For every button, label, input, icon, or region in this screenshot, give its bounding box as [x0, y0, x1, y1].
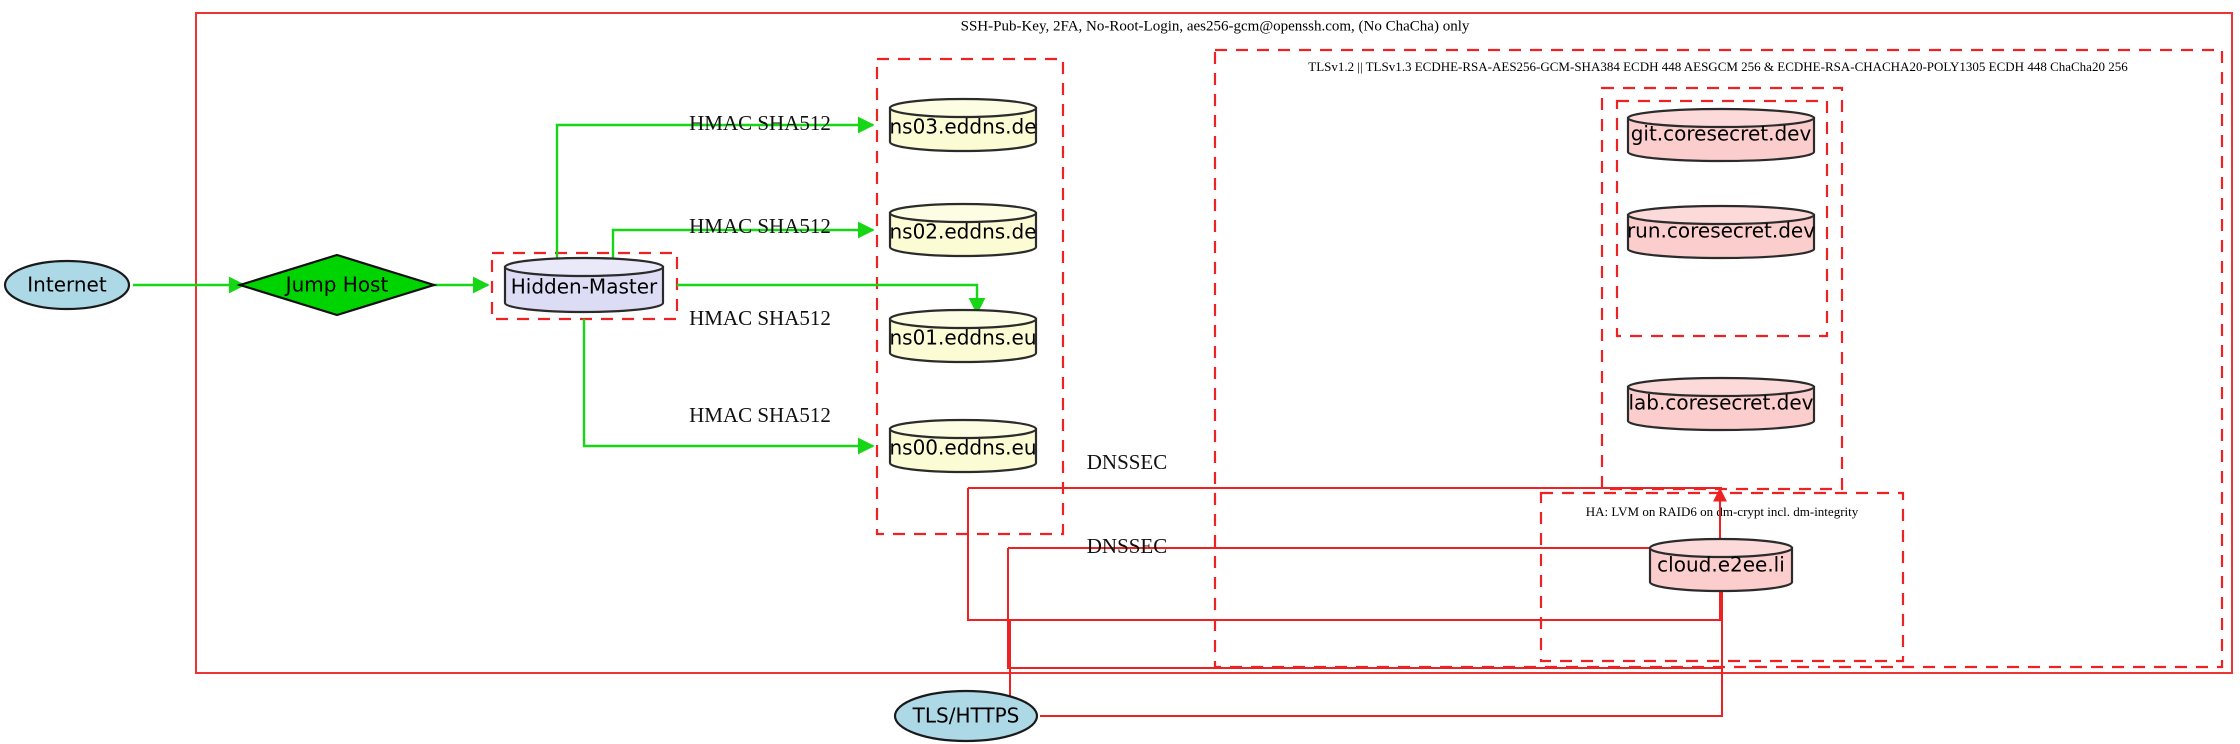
node-tls-https[interactable]: TLS/HTTPS	[893, 689, 1039, 743]
node-ns00[interactable]: ns00.eddns.eu	[888, 418, 1038, 474]
ns03-cylinder-body	[888, 106, 1038, 153]
ssh-boundary-box	[195, 12, 2233, 674]
git-cylinder-top	[1626, 107, 1816, 129]
git-label: git.coresecret.dev	[1631, 122, 1812, 146]
jump-host-diamond	[236, 253, 438, 317]
jump-host-label: Jump Host	[284, 273, 389, 297]
run-cylinder-top	[1626, 204, 1816, 226]
edge-label-hmac-ns01: HMAC SHA512	[689, 306, 831, 330]
edge-hiddenmaster-to-ns01	[677, 283, 986, 315]
node-ns03[interactable]: ns03.eddns.de	[888, 97, 1038, 153]
hidden-master-cylinder-body	[503, 265, 665, 314]
run-cylinder-body	[1626, 213, 1816, 260]
edge-tlshttps-right	[1040, 668, 1723, 717]
internet-ellipse	[3, 259, 131, 311]
edge-hiddenmaster-to-ns03	[555, 116, 875, 265]
ns00-label: ns00.eddns.eu	[889, 436, 1036, 460]
edge-dnssec-to-ha	[1007, 539, 1729, 669]
node-ns01[interactable]: ns01.eddns.eu	[888, 308, 1038, 364]
ha-cluster-box	[1539, 491, 1905, 663]
coresecret-inner-box	[1615, 99, 1829, 338]
git-cylinder-body	[1626, 116, 1816, 163]
node-ns02[interactable]: ns02.eddns.de	[888, 202, 1038, 258]
ha-cluster-label: HA: LVM on RAID6 on dm-crypt incl. dm-in…	[1586, 504, 1859, 519]
hidden-master-label: Hidden-Master	[511, 275, 658, 299]
edge-label-hmac-ns03: HMAC SHA512	[689, 111, 831, 135]
edge-label-dnssec-2: DNSSEC	[1087, 534, 1168, 558]
ns00-cylinder-top	[888, 418, 1038, 440]
lab-label: lab.coresecret.dev	[1628, 391, 1813, 415]
tls-https-ellipse	[893, 689, 1039, 743]
run-label: run.coresecret.dev	[1627, 219, 1815, 243]
node-cloud-e2ee[interactable]: cloud.e2ee.li	[1648, 537, 1794, 593]
edge-label-dnssec-1: DNSSEC	[1087, 450, 1168, 474]
internet-label: Internet	[27, 273, 107, 297]
ns01-cylinder-body	[888, 317, 1038, 364]
node-lab-coresecret[interactable]: lab.coresecret.dev	[1626, 376, 1816, 432]
tls-https-label: TLS/HTTPS	[912, 704, 1020, 728]
cloud-cylinder-body	[1648, 546, 1794, 593]
dns-zone-box	[875, 57, 1065, 536]
cloud-cylinder-top	[1648, 537, 1794, 559]
ns02-cylinder-top	[888, 202, 1038, 224]
ns03-cylinder-top	[888, 97, 1038, 119]
cloud-label: cloud.e2ee.li	[1657, 553, 1785, 577]
ns01-label: ns01.eddns.eu	[889, 326, 1036, 350]
node-jump-host[interactable]: Jump Host	[236, 253, 438, 317]
ssh-boundary-label: SSH-Pub-Key, 2FA, No-Root-Login, aes256-…	[961, 18, 1470, 34]
node-hidden-master[interactable]: Hidden-Master	[503, 256, 665, 314]
ns02-label: ns02.eddns.de	[889, 220, 1036, 244]
edge-label-hmac-ns02: HMAC SHA512	[689, 214, 831, 238]
edge-hiddenmaster-to-ns02	[611, 221, 875, 265]
node-git-coresecret[interactable]: git.coresecret.dev	[1626, 107, 1816, 163]
lab-cylinder-body	[1626, 385, 1816, 432]
ns02-cylinder-body	[888, 211, 1038, 258]
node-internet[interactable]: Internet	[3, 259, 131, 311]
edge-label-hmac-ns00: HMAC SHA512	[689, 403, 831, 427]
ns00-cylinder-body	[888, 427, 1038, 474]
ns03-label: ns03.eddns.de	[889, 115, 1036, 139]
edge-hiddenmaster-to-ns00	[582, 319, 875, 455]
tls-cluster-label: TLSv1.2 || TLSv1.3 ECDHE-RSA-AES256-GCM-…	[1308, 59, 2128, 74]
ns01-cylinder-top	[888, 308, 1038, 330]
lab-cylinder-top	[1626, 376, 1816, 398]
hidden-master-cylinder-top	[503, 256, 665, 278]
node-run-coresecret[interactable]: run.coresecret.dev	[1626, 204, 1816, 260]
